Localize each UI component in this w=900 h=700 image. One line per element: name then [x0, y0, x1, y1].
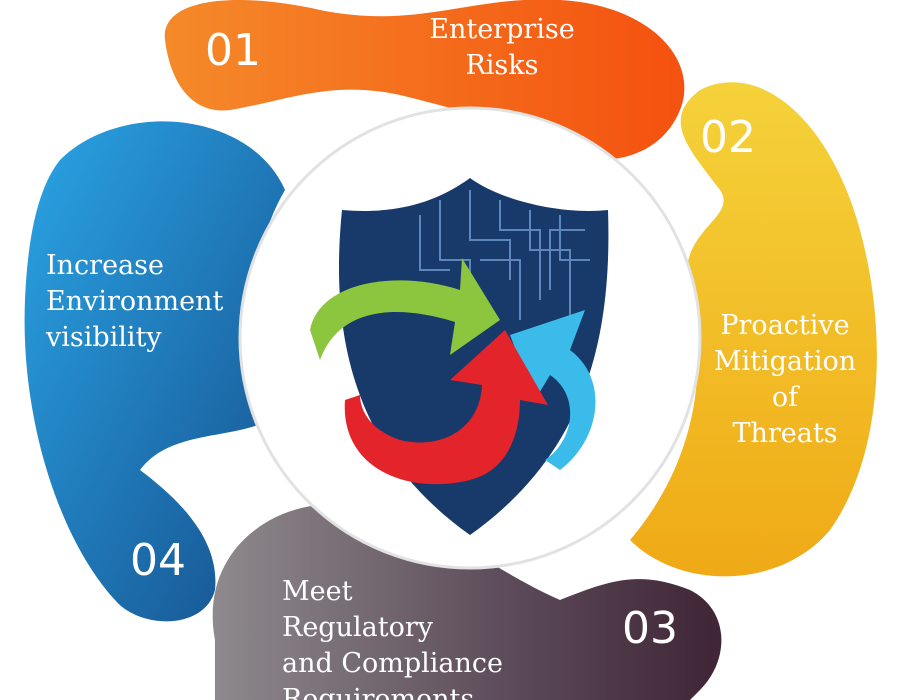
segment-04-shape: [24, 121, 286, 622]
label-line: and Compliance: [282, 648, 504, 679]
step-04-label: Increase Environment visibility: [46, 248, 223, 356]
label-line: Increase: [46, 250, 164, 281]
label-line: Regulatory: [282, 612, 433, 643]
segment-02-shape: [630, 82, 877, 577]
label-line: Proactive: [720, 310, 850, 341]
step-02-label: Proactive Mitigation of Threats: [700, 308, 870, 452]
segment-03-shape: [212, 504, 722, 700]
step-01-number: 01: [205, 25, 261, 76]
red-arrow-icon: [344, 330, 548, 485]
step-02-number: 02: [700, 112, 756, 163]
label-line: Meet: [282, 576, 353, 607]
label-line: visibility: [46, 322, 162, 353]
label-line: Mitigation: [713, 346, 857, 377]
label-line: of: [771, 382, 799, 413]
blue-arrow-icon: [510, 310, 596, 470]
label-line: Threats: [732, 418, 838, 449]
label-line: Requirements: [282, 684, 475, 700]
label-line: Risks: [465, 50, 539, 81]
label-line: Enterprise: [429, 14, 575, 45]
shield-icon: [310, 178, 609, 535]
step-01-label: Enterprise Risks: [412, 12, 592, 84]
segment-01-shape: [164, 0, 685, 160]
label-line: Environment: [46, 286, 224, 317]
step-03-label: Meet Regulatory and Compliance Requireme…: [282, 574, 503, 700]
green-arrow-icon: [310, 258, 500, 360]
step-04-number: 04: [130, 535, 186, 586]
step-03-number: 03: [622, 603, 678, 654]
